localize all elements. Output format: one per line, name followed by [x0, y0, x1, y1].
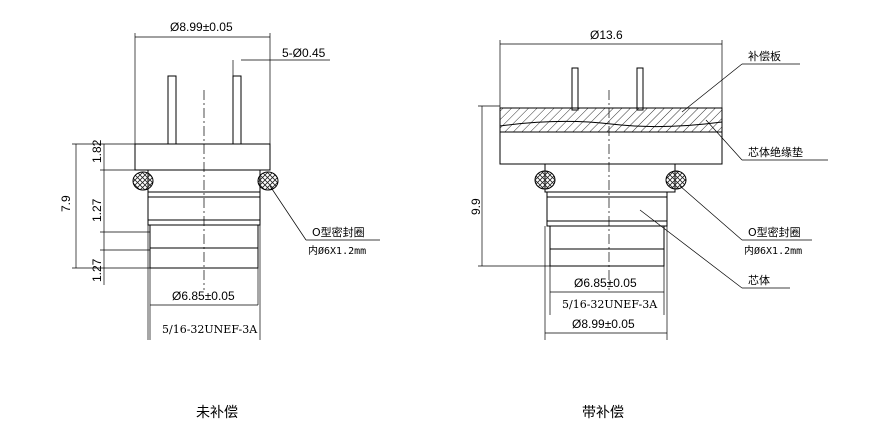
left-thread-spec: 5/16-32UNEF-3A: [162, 323, 258, 336]
right-dim-bottom: Ø8.99±0.05: [572, 317, 635, 331]
right-oring-label: O型密封圈: [748, 225, 801, 239]
left-dim-pins: 5-Ø0.45: [282, 46, 326, 60]
right-lower-body: [549, 225, 665, 267]
left-dim-v2: 1.27: [90, 198, 104, 222]
right-insulating-pad: [499, 131, 723, 165]
right-dim-inner: Ø6.85±0.05: [574, 276, 637, 290]
right-dimensions: [478, 40, 828, 340]
right-thread-spec: 5/16-32UNEF-3A: [562, 298, 658, 311]
left-caption: 未补偿: [196, 405, 238, 421]
left-dim-v3: 1.27: [90, 258, 104, 282]
right-label-core: 芯体: [748, 273, 770, 287]
left-oring-right: [257, 171, 279, 191]
left-sensor-drawing: [132, 75, 279, 290]
right-oring-size: 内Ø6X1.2mm: [744, 244, 802, 257]
right-oring-left: [534, 170, 556, 190]
left-pin-1: [167, 75, 177, 145]
left-body-head: [134, 143, 271, 171]
right-dim-top: Ø13.6: [590, 28, 623, 42]
left-oring-label: O型密封圈: [312, 225, 365, 239]
left-dim-v1: 1.82: [90, 139, 104, 163]
right-oring-right: [665, 170, 687, 190]
left-pin-2: [232, 75, 242, 145]
left-dim-inner: Ø6.85±0.05: [172, 289, 235, 303]
left-dim-top: Ø8.99±0.05: [170, 20, 233, 34]
right-label-gasket: 芯体绝缘垫: [748, 145, 803, 159]
right-caption: 带补偿: [582, 405, 624, 421]
left-dim-total: 7.9: [59, 195, 73, 212]
right-compensation-plate: [499, 107, 723, 133]
left-oring-left: [132, 171, 154, 191]
left-oring-size: 内Ø6X1.2mm: [308, 244, 366, 257]
right-dim-total: 9.9: [469, 198, 483, 215]
right-label-plate: 补偿板: [748, 49, 781, 63]
right-sensor-drawing: [499, 67, 723, 290]
left-dimensions: [72, 33, 380, 340]
